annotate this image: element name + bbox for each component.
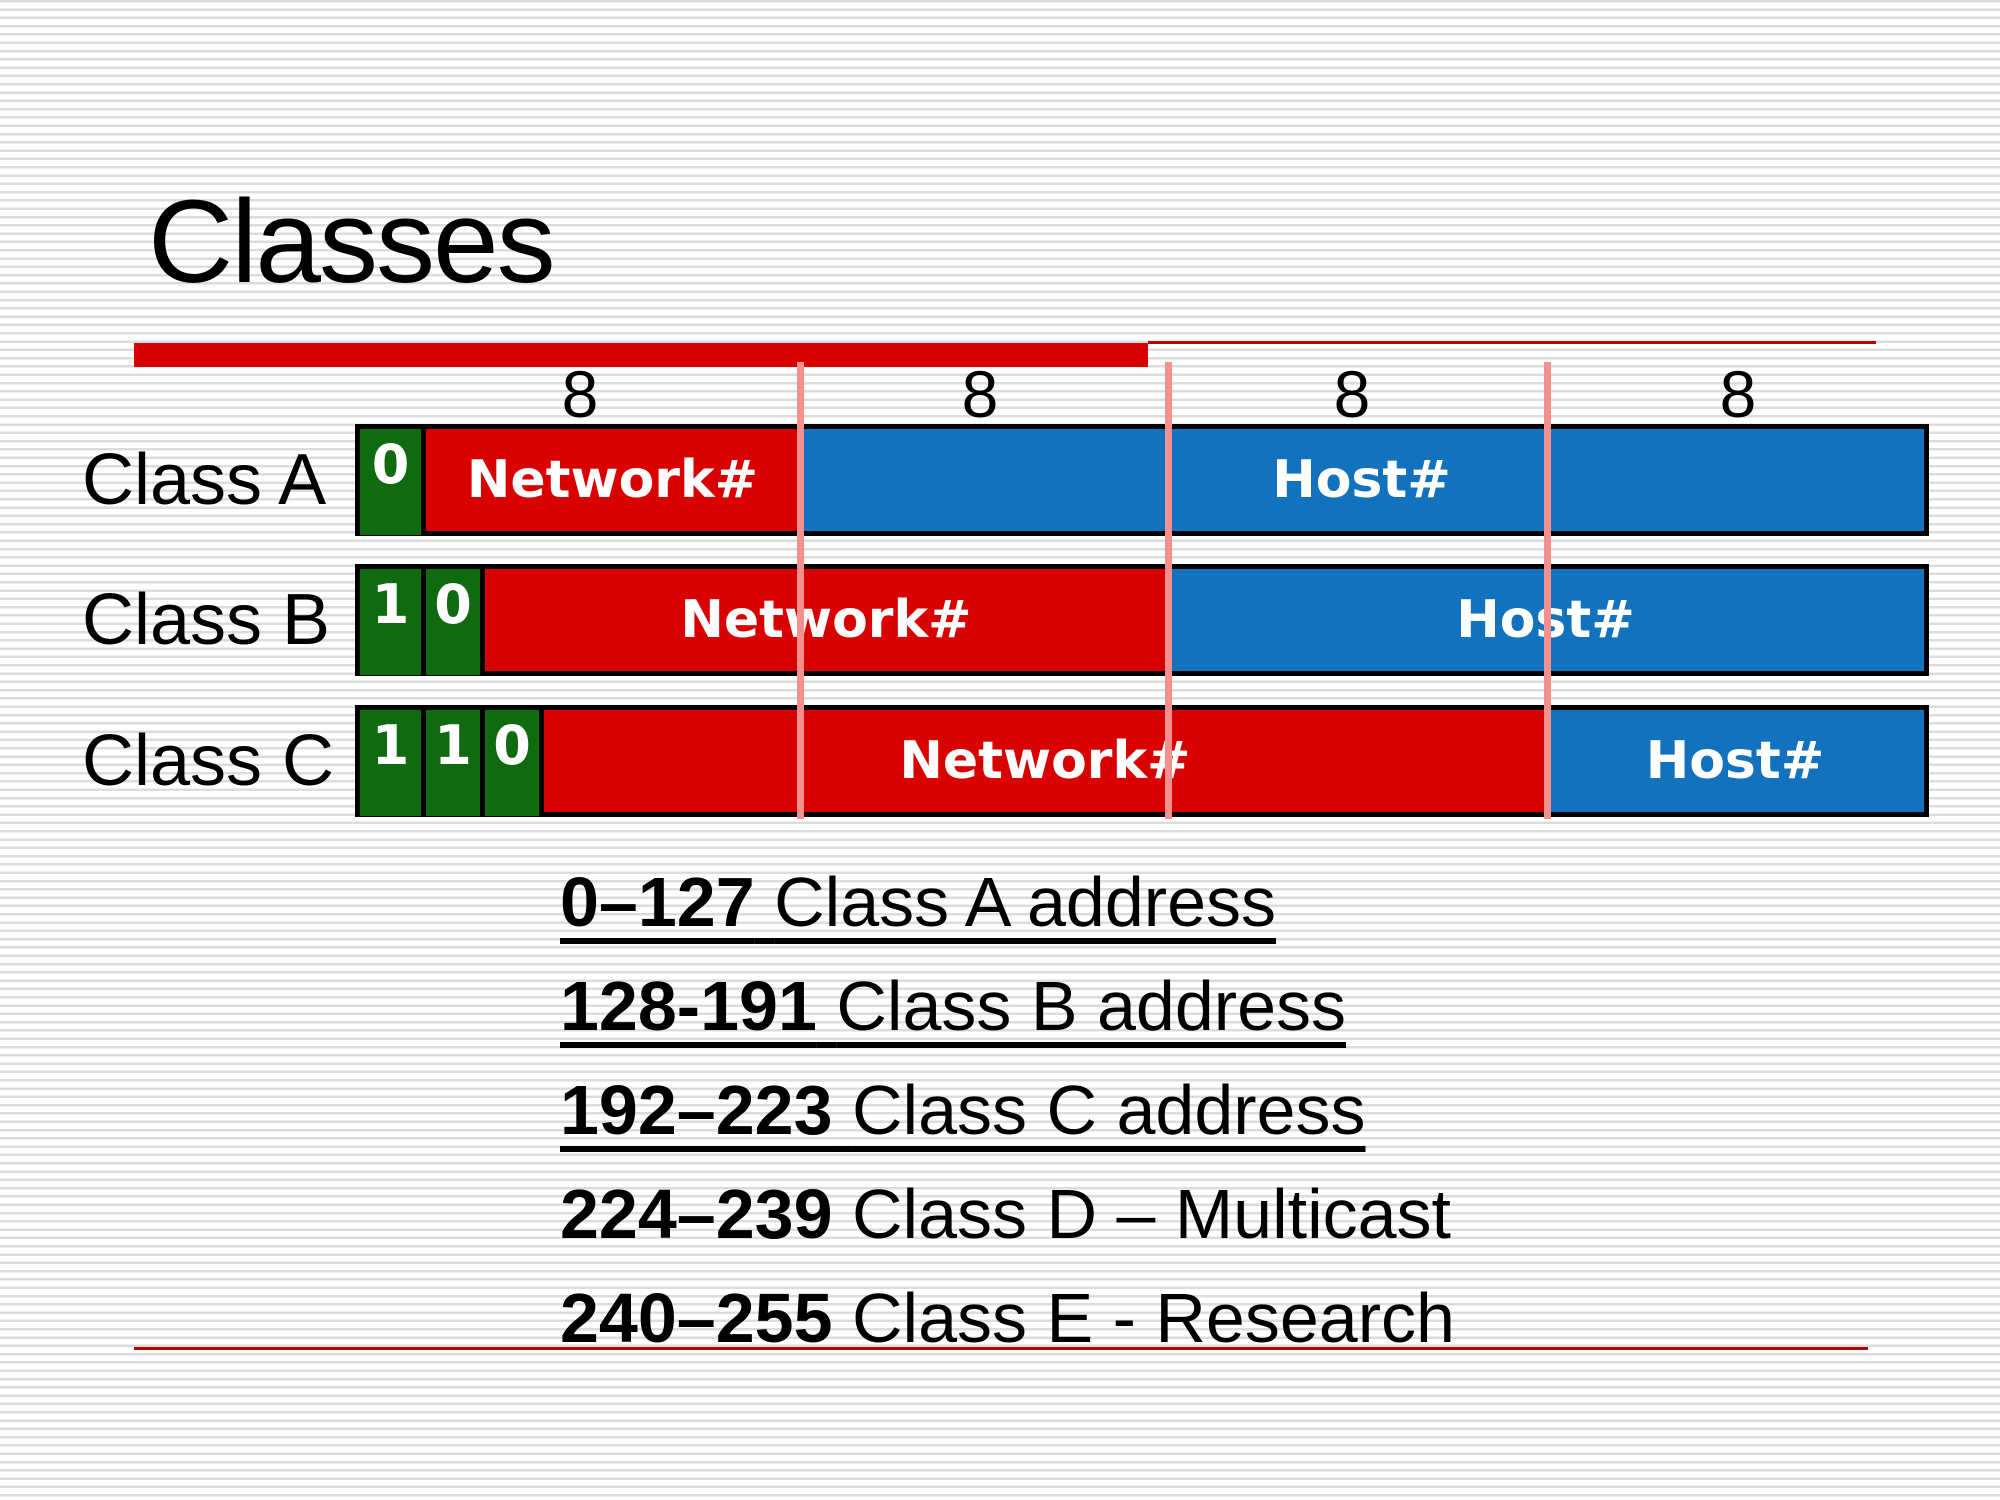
- class-c-host-segment: Host#: [1546, 710, 1924, 812]
- octet-divider-line-1: [797, 362, 804, 819]
- bit-digit: 0: [493, 714, 531, 777]
- class-c-label: Class C: [82, 721, 335, 801]
- class-a-bit-0: 0: [360, 429, 426, 535]
- octet-label-3: 8: [1333, 357, 1371, 431]
- network-label: Network#: [899, 731, 1191, 791]
- class-c-bit-0: 1: [360, 710, 426, 816]
- host-label: Host#: [1645, 731, 1825, 791]
- range-value: 224–239: [560, 1175, 833, 1253]
- octet-divider-line-2: [1165, 362, 1172, 819]
- octet-label-4: 8: [1719, 357, 1757, 431]
- network-label: Network#: [466, 450, 759, 510]
- class-c-bar: 1 1 0 Network# Host#: [355, 705, 1929, 817]
- range-description: Class E - Research: [851, 1279, 1455, 1357]
- network-label: Network#: [680, 590, 972, 650]
- class-a-bar: 0 Network# Host#: [355, 424, 1929, 536]
- class-a-host-segment: Host#: [799, 429, 1924, 531]
- address-range-list: 0–127 Class A address 128-191 Class B ad…: [560, 850, 1455, 1370]
- class-b-bit-1: 0: [426, 569, 485, 675]
- octet-label-1: 8: [561, 357, 599, 431]
- bit-digit: 1: [434, 714, 472, 777]
- class-b-bit-0: 1: [360, 569, 426, 675]
- octet-divider-line-3: [1544, 362, 1551, 819]
- class-a-label: Class A: [82, 440, 327, 520]
- bit-digit: 1: [371, 573, 410, 636]
- range-description: Class A address: [774, 863, 1277, 941]
- bit-digit: 0: [371, 433, 410, 496]
- bit-digit: 0: [434, 573, 472, 636]
- octet-label-2: 8: [961, 357, 999, 431]
- host-label: Host#: [1272, 450, 1451, 510]
- range-class-a: 0–127 Class A address: [560, 850, 1455, 954]
- range-description: Class D – Multicast: [851, 1175, 1452, 1253]
- range-class-d: 224–239 Class D – Multicast: [560, 1162, 1455, 1266]
- range-class-c: 192–223 Class C address: [560, 1058, 1455, 1162]
- class-a-network-segment: Network#: [426, 429, 799, 531]
- range-description: Class C address: [851, 1071, 1366, 1149]
- range-value: 0–127: [560, 863, 755, 941]
- class-c-bit-1: 1: [426, 710, 485, 816]
- range-description: Class B address: [836, 967, 1347, 1045]
- bit-digit: 1: [371, 714, 410, 777]
- class-c-network-segment: Network#: [544, 710, 1546, 812]
- title-underline-bar: [134, 343, 1148, 367]
- class-b-bar: 1 0 Network# Host#: [355, 564, 1929, 676]
- class-c-bit-2: 0: [485, 710, 544, 816]
- range-value: 192–223: [560, 1071, 833, 1149]
- title-underline-thin-line: [1148, 341, 1876, 344]
- page-title: Classes: [148, 176, 556, 308]
- range-value: 128-191: [560, 967, 817, 1045]
- range-class-b: 128-191 Class B address: [560, 954, 1455, 1058]
- class-b-network-segment: Network#: [485, 569, 1167, 671]
- range-class-e: 240–255 Class E - Research: [560, 1266, 1455, 1370]
- class-b-label: Class B: [82, 580, 331, 660]
- range-value: 240–255: [560, 1279, 833, 1357]
- footer-rule-line: [134, 1347, 1868, 1350]
